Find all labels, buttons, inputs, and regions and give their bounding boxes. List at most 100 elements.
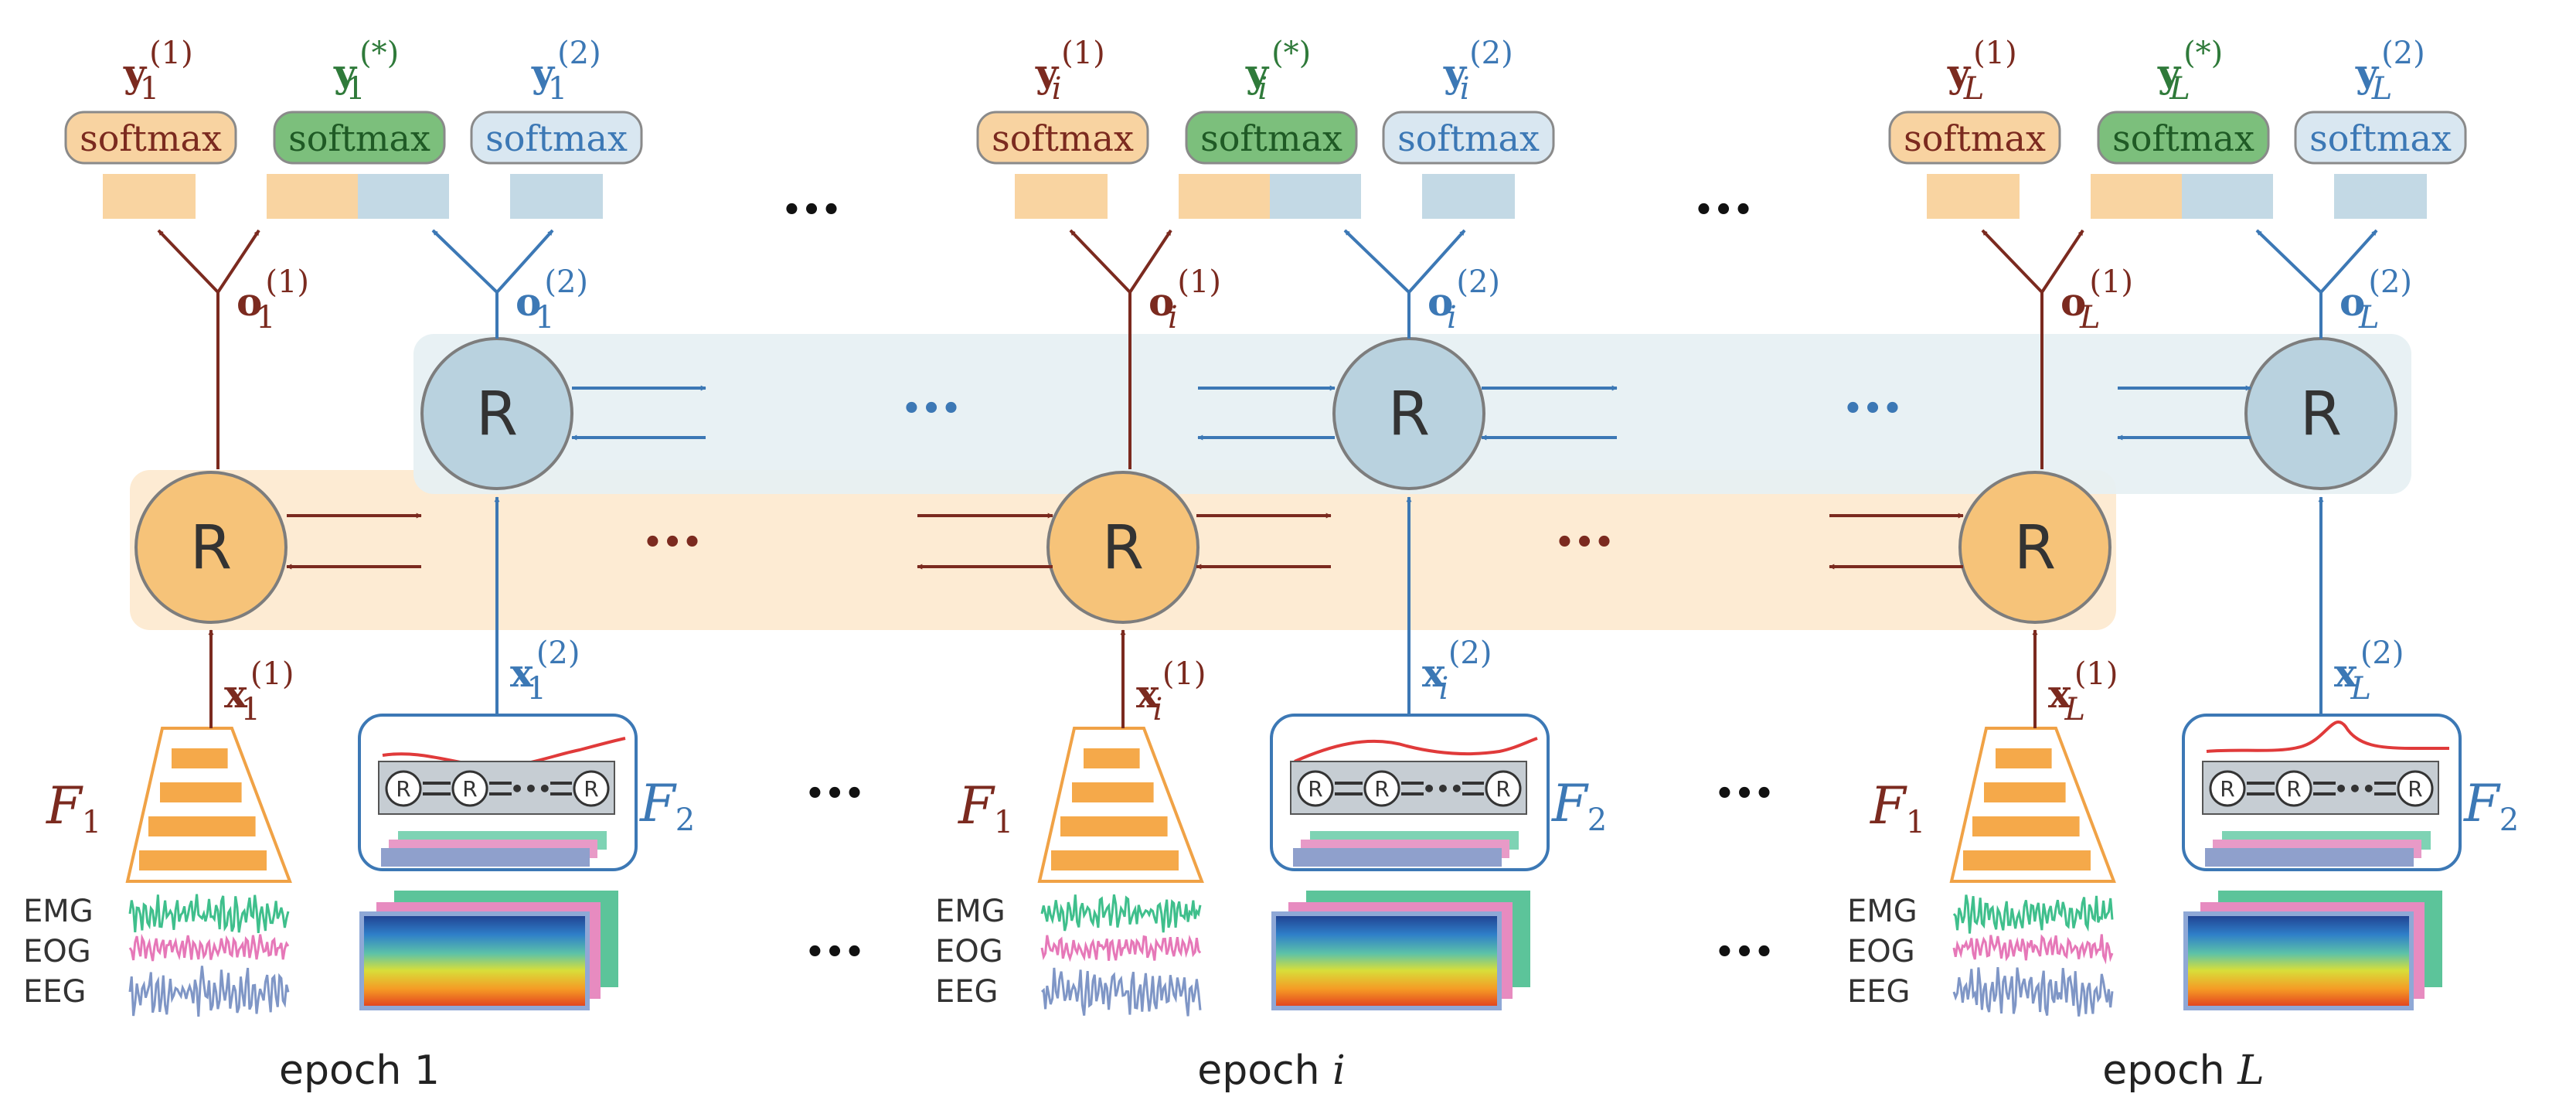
- f2-attention-curve: [2206, 720, 2449, 753]
- output-bar-joint-right: [358, 174, 449, 219]
- stream1-node: [134, 471, 288, 624]
- f2-mini-node-1: [2209, 770, 2246, 807]
- f1-layer-3: [148, 816, 256, 836]
- o1-label: o(1)i: [1148, 264, 1221, 336]
- o2-label: o(2)1: [516, 264, 588, 336]
- ellipsis-stream1-2: •••: [1555, 525, 1615, 560]
- stream2-node-label: R: [476, 380, 518, 449]
- signal-label-emg: EMG: [935, 894, 1006, 929]
- ellipsis-encoders-1: •••: [805, 776, 865, 812]
- ellipsis-outputs-1: •••: [782, 192, 842, 228]
- signal-label-eeg: EEG: [935, 974, 999, 1010]
- output-bar-joint-right: [2182, 174, 2273, 219]
- stream2-node-label: R: [1388, 380, 1430, 449]
- ellipsis-stream2-1: •••: [902, 391, 961, 427]
- f2-mini-node-3: [1485, 770, 1522, 807]
- ellipsis-stream1-1: •••: [643, 525, 703, 560]
- y-joint-label: y(*)1: [333, 36, 399, 107]
- x1-label: x(1)1: [224, 656, 294, 727]
- f2-mini-ellipsis: •••: [2334, 776, 2376, 802]
- f1-encoder-frame: [125, 727, 292, 883]
- f2-mini-node-1: [1297, 770, 1334, 807]
- epoch-caption: epoch i: [1197, 1048, 1346, 1094]
- eog-waveform: [1952, 934, 2114, 965]
- f2-mini-node-label-1: R: [1308, 776, 1322, 802]
- f1-layer-1: [172, 748, 228, 768]
- eeg-waveform: [128, 966, 290, 1017]
- signal-label-emg: EMG: [23, 894, 94, 929]
- f2-mini-node-label-3: R: [2408, 776, 2422, 802]
- f2-mini-node-label-1: R: [2220, 776, 2234, 802]
- stream2-node-label: R: [2300, 380, 2342, 449]
- o2-arrow-right: [1407, 229, 1466, 294]
- epoch-caption: epoch 1: [279, 1048, 440, 1094]
- eog-waveform: [128, 933, 290, 962]
- softmax-1: [64, 111, 237, 165]
- y1-label: y(1)i: [1035, 36, 1105, 107]
- stream1-node-label: R: [190, 513, 232, 583]
- f2-mini-node-2: [2275, 770, 2312, 807]
- o2-label: o(2)i: [1428, 264, 1500, 336]
- output-bar-joint-left: [1179, 174, 1270, 219]
- signal-label-eog: EOG: [1847, 934, 1915, 969]
- emg-waveform: [128, 894, 290, 934]
- o1-arrow-left: [1069, 229, 1131, 294]
- x2-label: x(2)1: [510, 635, 580, 707]
- spectrogram-front: [359, 911, 590, 1010]
- f2-mini-node-3: [573, 770, 610, 807]
- output-bar-1: [103, 174, 196, 219]
- output-bar-2: [510, 174, 603, 219]
- spectrogram-front: [1271, 911, 1502, 1010]
- f2-mini-node-label-2: R: [1374, 776, 1389, 802]
- o2-arrow-right: [2319, 229, 2378, 294]
- softmax-1-label: softmax: [80, 118, 222, 159]
- output-bar-1: [1015, 174, 1108, 219]
- softmax-2: [2294, 111, 2467, 165]
- f2-mini-node-label-2: R: [462, 776, 477, 802]
- f1-layer-4: [1963, 850, 2091, 870]
- softmax-joint-label: softmax: [2112, 118, 2254, 159]
- output-bar-1: [1927, 174, 2020, 219]
- f1-encoder-frame: [1037, 727, 1204, 883]
- x2-label: x(2)L: [2334, 635, 2404, 707]
- o1-label: o(1)1: [237, 264, 309, 336]
- softmax-1: [1888, 111, 2061, 165]
- f2-symbol: F2: [2463, 774, 2519, 838]
- eeg-waveform: [1952, 966, 2114, 1017]
- f1-encoder-frame: [1949, 727, 2116, 883]
- softmax-joint: [2097, 111, 2270, 165]
- x1-label: x(1)i: [1136, 656, 1206, 727]
- softmax-2-label: softmax: [485, 118, 628, 159]
- f2-mini-node-label-3: R: [1496, 776, 1510, 802]
- emg-waveform: [1040, 894, 1202, 933]
- o1-arrow-right: [2040, 229, 2084, 294]
- y-joint-label: y(*)i: [1245, 36, 1311, 107]
- f2-mini-ellipsis: •••: [510, 776, 552, 802]
- f2-mini-node-label-1: R: [396, 776, 410, 802]
- stream1-node-label: R: [2014, 513, 2056, 583]
- softmax-joint: [273, 111, 446, 165]
- softmax-joint-label: softmax: [288, 118, 430, 159]
- ellipsis-signals-1: •••: [805, 935, 865, 970]
- stream1-node: [1958, 471, 2112, 624]
- x2-label: x(2)i: [1422, 635, 1492, 707]
- softmax-1-label: softmax: [1904, 118, 2046, 159]
- f1-symbol: F1: [958, 776, 1013, 840]
- f1-layer-1: [1996, 748, 2052, 768]
- output-bar-2: [1422, 174, 1515, 219]
- output-bar-joint-left: [2091, 174, 2182, 219]
- f1-layer-2: [1984, 782, 2066, 802]
- f1-layer-2: [160, 782, 242, 802]
- f2-mini-node-3: [2397, 770, 2434, 807]
- f2-mini-node-label-3: R: [584, 776, 598, 802]
- f1-symbol: F1: [46, 776, 101, 840]
- softmax-1-label: softmax: [992, 118, 1134, 159]
- softmax-joint: [1185, 111, 1358, 165]
- emg-waveform: [1952, 894, 2114, 934]
- signal-label-emg: EMG: [1847, 894, 1918, 929]
- o1-arrow-left: [1981, 229, 2043, 294]
- y-joint-label: y(*)L: [2157, 36, 2223, 107]
- signal-label-eog: EOG: [935, 934, 1003, 969]
